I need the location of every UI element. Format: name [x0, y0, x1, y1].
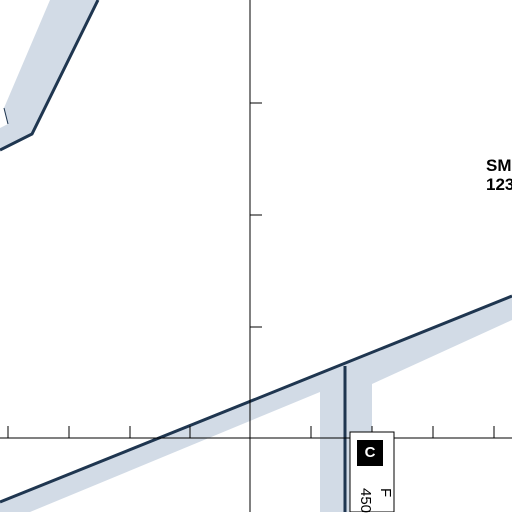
map-label-line-2: 123 — [486, 175, 512, 194]
taxiway-sign-text-1: 450 — [357, 488, 374, 513]
taxiway-sign-badge: C — [357, 440, 383, 466]
grid-vertical-ticks — [250, 102, 262, 328]
taxiway-upper-left — [0, 0, 98, 150]
taxiway-sign-text-2: F — [377, 488, 394, 498]
taxiway-upper-left-edge-inner — [3, 107, 9, 125]
taxiway-diagonal-edge — [0, 294, 512, 504]
map-label-line-1: SM — [486, 156, 512, 175]
grid-horizontal-ticks — [7, 426, 495, 438]
taxiway-diagonal — [0, 296, 512, 512]
map-label: SM 123 — [486, 156, 512, 194]
taxiway-upper-left-edge — [0, 0, 100, 152]
